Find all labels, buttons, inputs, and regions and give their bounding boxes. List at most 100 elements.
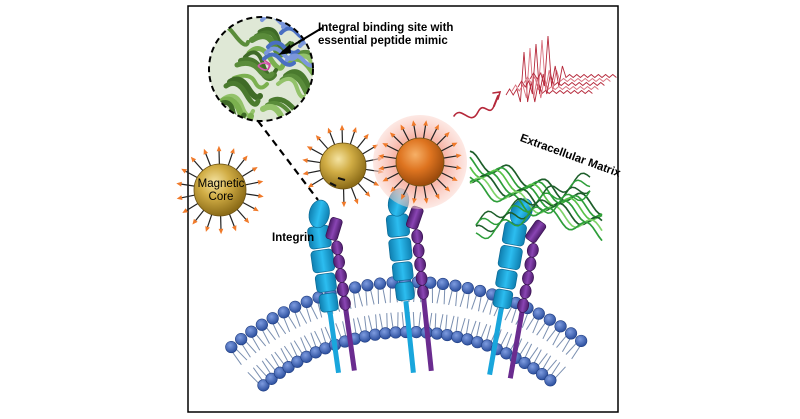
lipid-head	[527, 362, 540, 375]
magnetic-core-particle	[176, 145, 264, 235]
spectrum-trace	[523, 39, 611, 91]
zoom-connector-line	[257, 120, 319, 201]
ligand-spike	[401, 127, 410, 142]
lipid-head	[461, 281, 474, 295]
ligand-spike	[440, 143, 455, 152]
lipid-head	[535, 368, 549, 381]
lipid-head	[358, 330, 372, 343]
ligand-tip	[232, 225, 237, 232]
ligand-tip	[192, 218, 198, 225]
beta-head	[325, 217, 343, 241]
ligand-spike	[413, 124, 417, 140]
ligand-spike	[402, 182, 411, 197]
ligand-spike	[228, 213, 236, 228]
ligand-spike	[392, 177, 405, 190]
ligand-spike	[413, 184, 418, 200]
ligand-tip	[352, 127, 357, 133]
lipid-head	[245, 325, 258, 338]
integrin-label: Integrin	[272, 232, 315, 244]
ligand-spike	[306, 169, 322, 174]
ligand-tip	[444, 186, 451, 192]
alpha-stalk	[403, 300, 416, 374]
lipid-head	[273, 366, 286, 379]
lipid-head	[225, 340, 238, 354]
ecm-fiber	[475, 190, 591, 240]
spectrum-trace	[529, 35, 617, 87]
ligand-spike	[244, 193, 260, 197]
beta-domain	[524, 256, 537, 272]
ligand-tip	[456, 165, 462, 170]
beta-domain	[526, 243, 539, 258]
ligand-spike	[385, 172, 400, 181]
lipid-head	[441, 328, 454, 342]
ligand-spike	[442, 155, 458, 159]
beta-domain	[417, 284, 429, 300]
alpha-domain	[314, 272, 337, 293]
ligand-spike	[235, 158, 246, 171]
ligand-tip	[302, 158, 308, 163]
ligand-spike	[392, 134, 405, 147]
lipid-head	[289, 300, 302, 313]
ligand-spike	[184, 170, 199, 179]
ligand-tip	[400, 124, 406, 131]
beta-head	[405, 205, 424, 230]
lipid-head	[473, 284, 487, 298]
spectral-signal-icon	[505, 35, 617, 103]
lipid-head	[575, 334, 588, 348]
ligand-tip	[251, 167, 258, 172]
ligand-tip	[306, 146, 313, 151]
protein-ribbon	[227, 76, 263, 101]
ligand-tip	[363, 133, 369, 140]
alpha-stalk	[326, 301, 342, 374]
protein-ribbon-blue	[285, 53, 313, 68]
ligand-tip	[230, 148, 235, 154]
ligand-tip	[181, 168, 187, 174]
ligand-spike	[357, 182, 368, 195]
particle-core	[395, 137, 445, 187]
heated-particle	[373, 115, 467, 209]
ligand-spike	[318, 137, 329, 150]
beta-domain	[411, 229, 424, 244]
ligand-tip	[411, 120, 417, 126]
lipid-head	[348, 281, 362, 294]
ligand-tip	[176, 181, 182, 187]
integrin-1	[307, 199, 357, 374]
ligand-tip	[456, 153, 462, 159]
ligand-spike	[194, 209, 205, 222]
lipid-head	[554, 320, 567, 333]
ligand-spike	[435, 134, 448, 147]
ligand-spike	[241, 201, 256, 210]
lipid-head	[451, 330, 464, 344]
protein-ribbon	[232, 73, 269, 90]
ligand-tip	[401, 193, 406, 200]
ligand-spike	[306, 159, 322, 164]
ligand-spike	[435, 177, 448, 190]
ligand-spike	[311, 176, 325, 186]
alpha-domain	[388, 237, 413, 262]
ligand-tip	[412, 198, 417, 204]
lipid-head	[410, 325, 423, 339]
beta-head	[525, 219, 547, 244]
beta-domain	[517, 298, 530, 313]
beta-domain	[412, 243, 425, 258]
lipid-head	[564, 327, 578, 340]
ligand-spike	[385, 144, 400, 153]
lipid-head	[266, 312, 279, 325]
ligand-tip	[390, 186, 396, 193]
protein-ribbon	[279, 73, 313, 102]
protein-ribbon	[234, 60, 275, 79]
ligand-tip	[182, 208, 189, 213]
ligand-spike	[440, 171, 455, 180]
beta-domain	[522, 270, 534, 286]
ligand-spike	[328, 131, 336, 146]
lipid-head	[532, 307, 545, 320]
ligand-spike	[429, 127, 438, 142]
alpha-head	[308, 199, 330, 229]
beta-domain	[519, 284, 532, 299]
ligand-spike	[362, 176, 376, 185]
ligand-spike	[382, 155, 398, 160]
peptide-mimic-stick	[263, 59, 271, 71]
beta-domain	[337, 282, 349, 297]
ligand-spike	[422, 124, 427, 140]
